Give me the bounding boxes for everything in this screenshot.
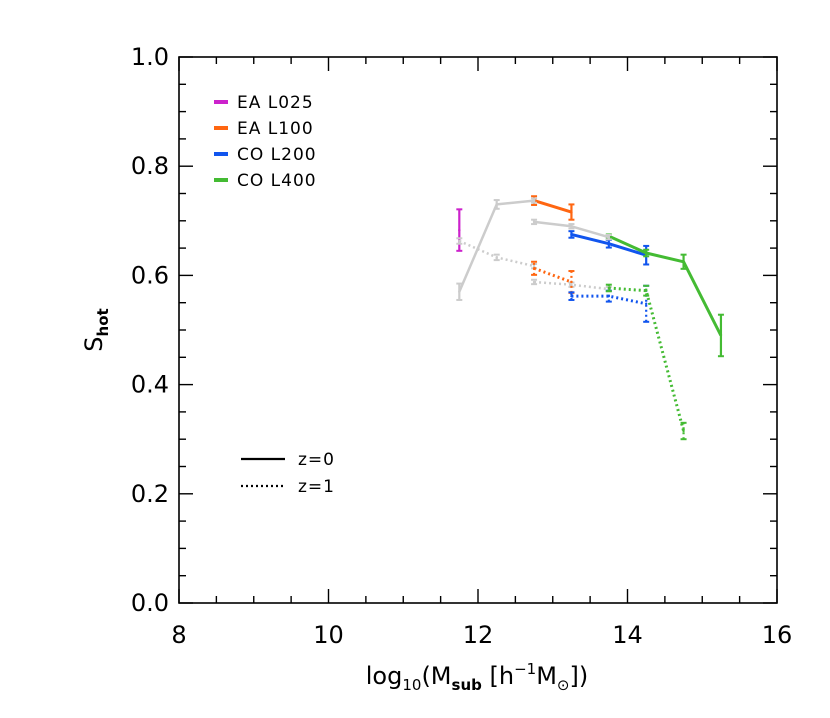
legend-label: EA L100: [237, 119, 314, 139]
ticks-layer: 8 10 12 14 16 0.0 0.2 0.4 0.6 0.8 1.0: [131, 43, 792, 649]
data-point: [644, 251, 648, 255]
legend-label: EA L025: [237, 93, 314, 113]
series-ea-l100-z1: [531, 218, 612, 241]
data-point: [607, 286, 611, 290]
x-tick-label: 12: [463, 621, 494, 649]
series-line: [533, 199, 572, 214]
data-point: [607, 294, 611, 298]
y-tick-label: 0.0: [131, 589, 169, 617]
legend-label: z=1: [298, 477, 335, 497]
data-point: [719, 334, 723, 337]
y-tick-label: 0.2: [131, 480, 169, 508]
series-co-l400-z0: [605, 233, 724, 358]
y-axis-label: Shot: [80, 308, 112, 351]
data-point: [495, 203, 498, 206]
y-tick-label: 1.0: [131, 43, 169, 71]
data-point: [644, 302, 648, 305]
data-point: [570, 283, 573, 286]
data-point: [532, 199, 536, 202]
x-tick-label: 10: [313, 621, 344, 649]
x-axis-label: log10(Msub [h−1M⊙]): [366, 660, 588, 694]
series-line: [533, 266, 572, 284]
series-line: [608, 234, 723, 337]
data-point: [458, 239, 461, 243]
legend-label: CO L400: [237, 171, 317, 191]
data-point: [532, 264, 536, 268]
x-tick-label: 16: [762, 621, 793, 649]
data-point: [607, 242, 611, 245]
data-point: [607, 235, 611, 239]
y-tick-label: 0.6: [131, 261, 169, 289]
y-tick-label: 0.4: [131, 371, 169, 399]
data-point: [570, 210, 573, 214]
legend: EA L025 EA L100 CO L200 CO L400 z=0 z=1: [214, 93, 335, 497]
data-point: [644, 289, 648, 292]
series-ea-l025-z1: [456, 237, 538, 270]
data-point: [495, 256, 498, 259]
data-point: [458, 228, 461, 232]
y-tick-label: 0.8: [131, 152, 169, 180]
series-co-l400-z1: [605, 283, 687, 441]
x-tick-label: 8: [171, 621, 186, 649]
data-point: [570, 225, 573, 228]
data-point: [570, 280, 573, 284]
data-point: [682, 429, 685, 433]
data-point: [458, 290, 461, 293]
data-point: [682, 260, 685, 263]
data-point: [532, 220, 536, 224]
data-point: [532, 280, 536, 284]
series-ea-l025-z1: [456, 197, 538, 301]
data-point: [570, 294, 573, 298]
data-point: [570, 233, 573, 236]
series-layer: [456, 195, 724, 441]
x-tick-label: 14: [612, 621, 643, 649]
legend-label: CO L200: [237, 145, 317, 165]
data-point: [532, 267, 536, 270]
legend-label: z=0: [298, 450, 335, 470]
